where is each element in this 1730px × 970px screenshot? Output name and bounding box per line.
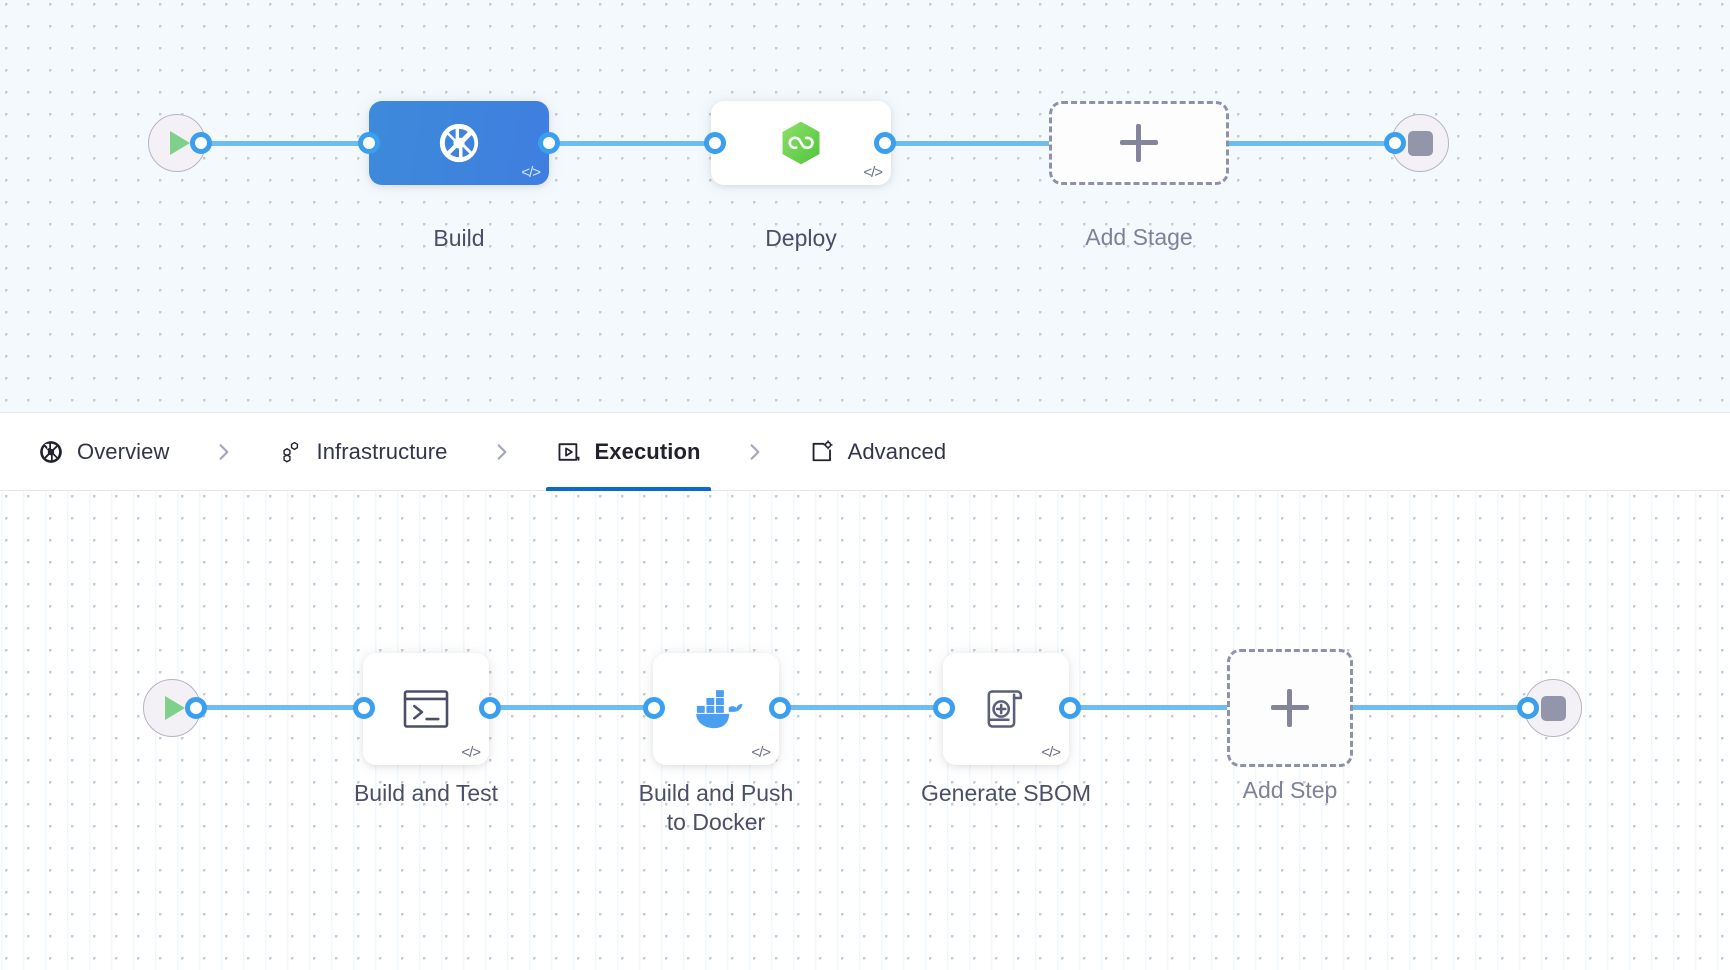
harness-cd-icon [782, 121, 820, 165]
stage-label-build: Build [433, 225, 485, 251]
step-label-build-and-test: Build and Test [353, 780, 499, 806]
port-step-end-in[interactable] [1517, 697, 1539, 719]
add-stage-label: Add Stage [1085, 224, 1193, 250]
port-docker-in[interactable] [643, 697, 665, 719]
harness-ci-icon [439, 123, 479, 163]
step-label-generate-sbom: Generate SBOM [920, 780, 1092, 806]
port-buildtest-in[interactable] [353, 697, 375, 719]
advanced-icon [812, 439, 833, 461]
code-badge-icon: </> [751, 744, 771, 761]
add-step-label: Add Step [1242, 777, 1338, 803]
chevron-right-icon [214, 437, 234, 467]
execution-icon [558, 442, 579, 461]
edge-sbom-to-addstep [1061, 705, 1251, 710]
play-icon [165, 696, 185, 720]
stage-graph-start-node[interactable] [148, 114, 206, 172]
tab-advanced-label: Advanced [847, 438, 947, 464]
step-node-build-and-push-docker[interactable]: </> [653, 653, 779, 765]
add-stage-button[interactable] [1049, 101, 1229, 185]
edge-start-to-build [196, 141, 386, 146]
port-end-in[interactable] [1384, 132, 1406, 154]
port-step-start-out[interactable] [185, 697, 207, 719]
stop-icon [1407, 130, 1433, 156]
stage-graph-end-node[interactable] [1391, 114, 1449, 172]
stage-node-deploy[interactable]: </> [711, 101, 891, 185]
stage-node-build[interactable]: </> [369, 101, 549, 185]
tab-infrastructure-label: Infrastructure [316, 438, 448, 464]
port-deploy-in[interactable] [704, 132, 726, 154]
docker-icon [692, 690, 743, 729]
code-badge-icon: </> [521, 164, 541, 181]
add-step-button[interactable] [1227, 649, 1353, 767]
port-build-in[interactable] [358, 132, 380, 154]
port-build-out[interactable] [538, 132, 560, 154]
edge-addstep-to-end [1351, 705, 1541, 710]
code-badge-icon: </> [1041, 744, 1061, 761]
tab-advanced[interactable]: Advanced [805, 413, 951, 491]
edge-buildtest-to-docker [481, 705, 671, 710]
stage-label-deploy: Deploy [765, 225, 837, 251]
port-buildtest-out[interactable] [479, 697, 501, 719]
infrastructure-icon [282, 441, 298, 462]
stop-icon [1540, 695, 1566, 721]
terminal-icon [403, 690, 449, 728]
overview-icon [40, 440, 62, 463]
step-label-build-and-push-docker: Build and Push to Docker [638, 780, 794, 836]
step-node-build-and-test[interactable]: </> [363, 653, 489, 765]
edge-build-to-deploy [540, 141, 720, 146]
port-sbom-out[interactable] [1059, 697, 1081, 719]
tab-infrastructure[interactable]: Infrastructure [274, 413, 452, 491]
code-badge-icon: </> [461, 744, 481, 761]
chevron-right-icon [745, 437, 765, 467]
stage-graph-canvas[interactable]: </> Build </> Deploy Add [0, 0, 1730, 413]
edge-docker-to-sbom [771, 705, 961, 710]
step-node-generate-sbom[interactable]: </> [943, 653, 1069, 765]
play-icon [170, 131, 190, 155]
tab-overview[interactable]: Overview [34, 413, 174, 491]
scroll-plus-icon [987, 690, 1023, 728]
tab-overview-label: Overview [77, 438, 170, 464]
step-graph-start-node[interactable] [143, 679, 201, 737]
step-graph-canvas[interactable]: </> Build and Test </> Build a [0, 491, 1730, 970]
chevron-right-icon [492, 437, 512, 467]
port-start-out[interactable] [190, 132, 212, 154]
edge-addstage-to-end [1218, 141, 1408, 146]
port-sbom-in[interactable] [933, 697, 955, 719]
plus-icon [1271, 689, 1309, 727]
port-docker-out[interactable] [769, 697, 791, 719]
code-badge-icon: </> [863, 164, 883, 181]
plus-icon [1120, 124, 1158, 162]
tab-execution[interactable]: Execution [545, 413, 711, 491]
edge-start-to-buildtest [191, 705, 381, 710]
stage-config-tabs: Overview Infrastructure [0, 413, 1730, 491]
tab-execution-label: Execution [594, 438, 701, 464]
port-deploy-out[interactable] [874, 132, 896, 154]
edge-deploy-to-addstage [876, 141, 1066, 146]
